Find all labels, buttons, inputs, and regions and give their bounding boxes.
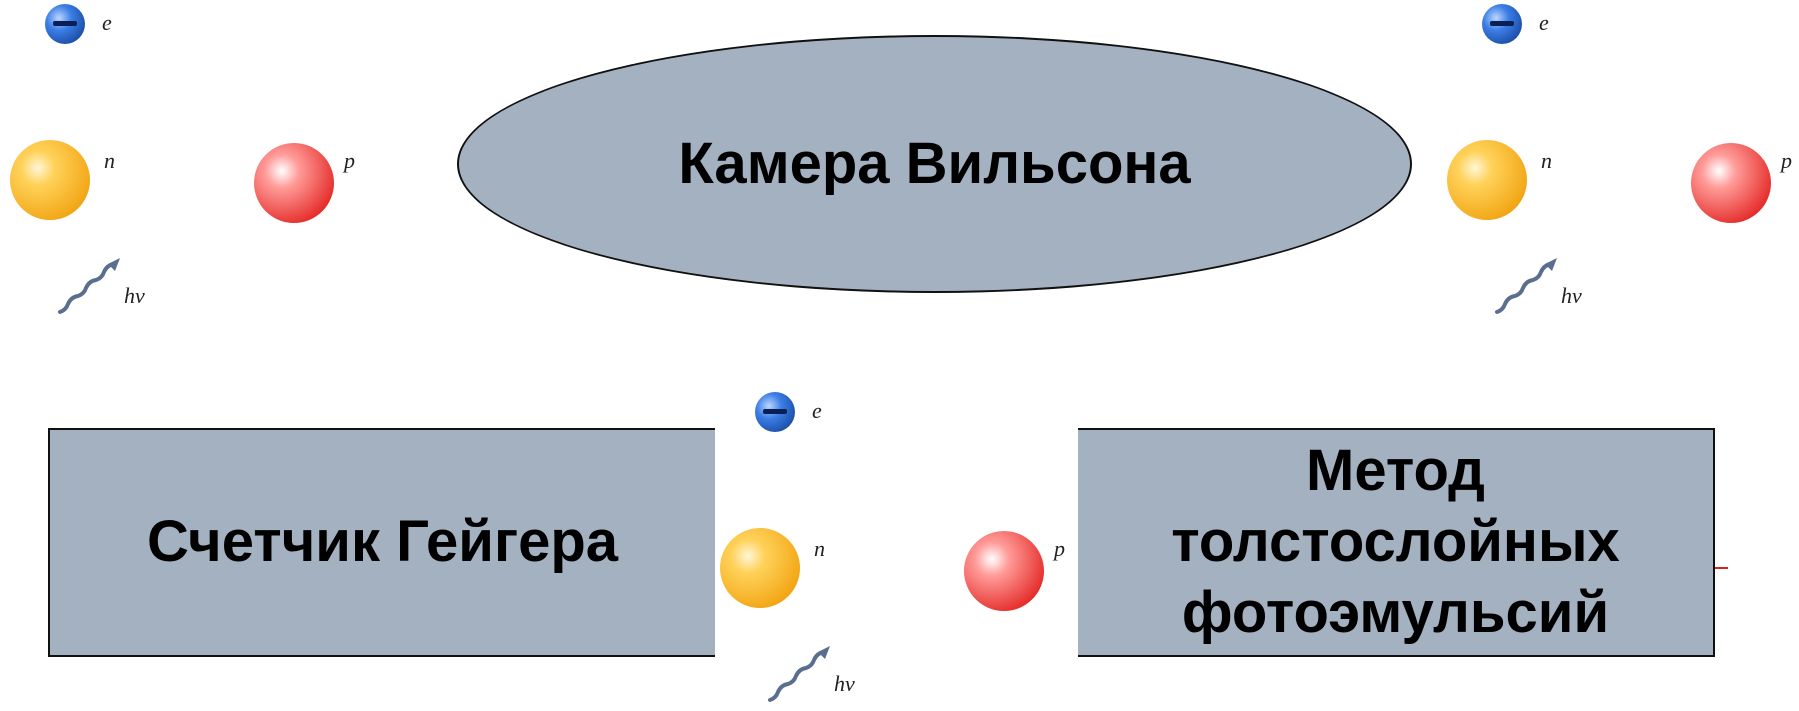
proton-label: p	[342, 148, 355, 173]
photoemulsion-label: Метод толстослойных фотоэмульсий	[1171, 438, 1620, 645]
neutron-label: n	[814, 536, 825, 561]
photon-label: hν	[124, 283, 145, 308]
wilson-chamber-ellipse: Камера Вильсона	[457, 35, 1412, 293]
electron-label: e	[1539, 10, 1549, 35]
photoemulsion-box: Метод толстослойных фотоэмульсий	[1078, 428, 1715, 657]
proton-icon	[1691, 143, 1771, 223]
electron-label: e	[812, 398, 822, 423]
neutron-icon	[10, 140, 90, 220]
photon-icon	[768, 646, 830, 702]
particle-group-top-left: e n p hν	[0, 0, 355, 314]
neutron-label: n	[1541, 148, 1552, 173]
electron-icon	[755, 392, 795, 432]
proton-label: p	[1779, 148, 1792, 173]
neutron-icon	[1447, 140, 1527, 220]
wilson-chamber-label: Камера Вильсона	[678, 130, 1191, 196]
red-dash-mark	[1715, 567, 1728, 569]
particle-group-bottom-center: e n p hν	[710, 388, 1065, 702]
proton-label: p	[1052, 536, 1065, 561]
proton-icon	[254, 143, 334, 223]
electron-label: e	[102, 10, 112, 35]
photon-label: hν	[834, 671, 855, 696]
geiger-counter-box: Счетчик Гейгера	[48, 428, 715, 657]
electron-icon	[1482, 4, 1522, 44]
photon-icon	[58, 258, 120, 314]
neutron-icon	[720, 528, 800, 608]
photon-icon	[1495, 258, 1557, 314]
neutron-label: n	[104, 148, 115, 173]
electron-icon	[45, 4, 85, 44]
particle-group-top-right: e n p hν	[1437, 0, 1792, 314]
geiger-counter-label: Счетчик Гейгера	[146, 509, 619, 575]
photon-label: hν	[1561, 283, 1582, 308]
proton-icon	[964, 531, 1044, 611]
